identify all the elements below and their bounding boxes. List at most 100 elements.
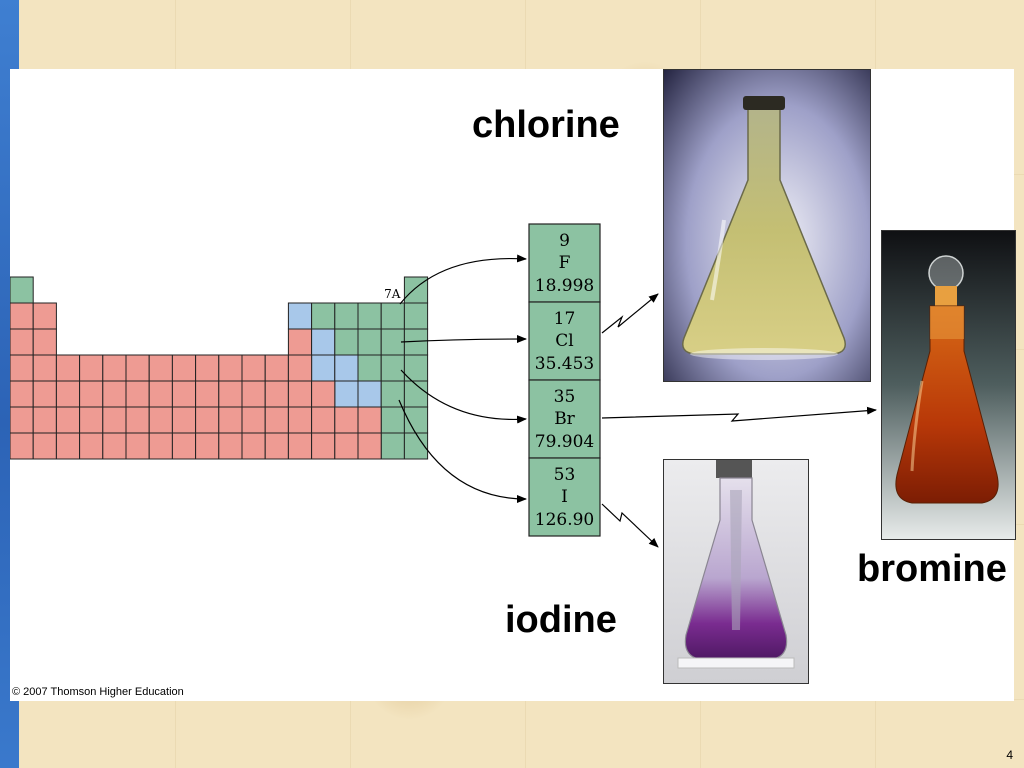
iodine-flask-photo <box>663 459 809 684</box>
pt-cell-metalloid <box>287 302 313 330</box>
pt-cell-metal <box>195 406 220 434</box>
element-to-photo-arrows <box>601 293 877 548</box>
pt-cell-metal <box>311 380 336 408</box>
pt-cell-nonmetal <box>357 302 382 330</box>
pt-cell-nonmetal <box>380 354 405 382</box>
slide-number: 4 <box>1006 748 1013 762</box>
pt-cell-metal <box>32 354 57 382</box>
pt-cell-nonmetal <box>380 302 405 330</box>
pt-cell-nonmetal <box>403 302 429 330</box>
pt-cell-metal <box>264 432 289 460</box>
pt-cell-nonmetal <box>311 302 336 330</box>
pt-cell-metal <box>241 406 266 434</box>
pt-cell-metal <box>32 380 57 408</box>
element-number: 9 <box>559 231 570 251</box>
pt-cell-metal <box>102 406 127 434</box>
pt-cell-nonmetal <box>357 354 382 382</box>
pt-cell-metal <box>264 354 289 382</box>
pt-cell-metal <box>125 432 150 460</box>
pt-cell-metal <box>334 432 359 460</box>
pt-cell-metal <box>32 302 57 330</box>
pt-cell-metalloid <box>334 354 359 382</box>
chlorine-flask-photo <box>663 69 871 382</box>
arrow-to-iodine <box>398 399 527 503</box>
pt-cell-metal <box>195 432 220 460</box>
element-number: 35 <box>554 387 576 407</box>
pt-cell-metalloid <box>334 380 359 408</box>
pt-cell-metal <box>218 432 243 460</box>
element-number: 53 <box>554 465 576 485</box>
pt-cell-metal <box>334 406 359 434</box>
pt-cell-nonmetal <box>380 432 405 460</box>
pt-cell-metalloid <box>311 354 336 382</box>
pt-cell-metal <box>171 354 197 382</box>
pt-cell-metal <box>125 380 150 408</box>
pt-cell-metal <box>102 354 127 382</box>
pt-cell-metal <box>79 406 104 434</box>
pt-cell-metal <box>287 380 313 408</box>
pt-cell-metal <box>171 380 197 408</box>
pt-cell-metal <box>287 406 313 434</box>
pt-cell-metalloid <box>357 380 382 408</box>
copyright-notice: © 2007 Thomson Higher Education <box>12 686 184 698</box>
pt-cell-metal <box>55 354 81 382</box>
pt-cell-metal <box>218 354 243 382</box>
pt-cell-metal <box>32 328 57 356</box>
chlorine-label: chlorine <box>472 104 620 146</box>
pt-cell-metal <box>171 432 197 460</box>
pt-cell-metal <box>357 406 382 434</box>
bromine-label: bromine <box>857 548 1007 590</box>
pt-cell-metal <box>79 432 104 460</box>
pt-cell-metal <box>10 432 34 460</box>
arrow-br-photo <box>601 406 877 422</box>
pt-cell-metal <box>241 354 266 382</box>
pt-cell-metal <box>311 406 336 434</box>
pt-cell-metal <box>287 328 313 356</box>
iodine-label: iodine <box>505 599 617 641</box>
pt-cell-metal <box>32 406 57 434</box>
element-symbol: Br <box>554 409 575 429</box>
bromine-flask-photo <box>881 230 1016 540</box>
pt-cell-metal <box>264 406 289 434</box>
pt-cell-metal <box>79 354 104 382</box>
pt-cell-metal <box>171 406 197 434</box>
element-box-f: 9F 18.998 <box>528 223 601 303</box>
pt-cell-metal <box>218 380 243 408</box>
pt-cell-metal <box>287 432 313 460</box>
element-mass: 126.90 <box>535 510 594 530</box>
pt-cell-metal <box>10 354 34 382</box>
arrow-to-bromine <box>400 369 527 424</box>
pt-cell-metal <box>148 354 173 382</box>
pt-cell-metal <box>55 432 81 460</box>
arrow-cl-photo <box>601 293 659 334</box>
pt-cell-metal <box>125 406 150 434</box>
pt-cell-metal <box>125 354 150 382</box>
arrow-to-chlorine <box>400 335 527 344</box>
element-mass: 35.453 <box>535 354 594 374</box>
periodic-table: 7A <box>10 276 429 460</box>
element-mass: 79.904 <box>535 432 594 452</box>
pt-cell-metal <box>195 380 220 408</box>
pt-cell-metal <box>55 380 81 408</box>
pt-cell-metal <box>102 432 127 460</box>
pt-cell-nonmetal <box>380 328 405 356</box>
element-symbol: F <box>559 253 571 273</box>
pt-cell-metal <box>55 406 81 434</box>
element-mass: 18.998 <box>535 276 594 296</box>
pt-cell-metal <box>287 354 313 382</box>
arrow-to-fluorine <box>399 254 527 305</box>
pt-cell-metal <box>241 380 266 408</box>
pt-cell-metal <box>311 432 336 460</box>
pt-cell-nonmetal <box>10 276 34 304</box>
pt-cell-metal <box>264 380 289 408</box>
pt-cell-nonmetal <box>334 302 359 330</box>
pt-cell-metal <box>357 432 382 460</box>
pt-cell-metalloid <box>311 328 336 356</box>
element-number: 17 <box>554 309 576 329</box>
pt-cell-metal <box>148 432 173 460</box>
